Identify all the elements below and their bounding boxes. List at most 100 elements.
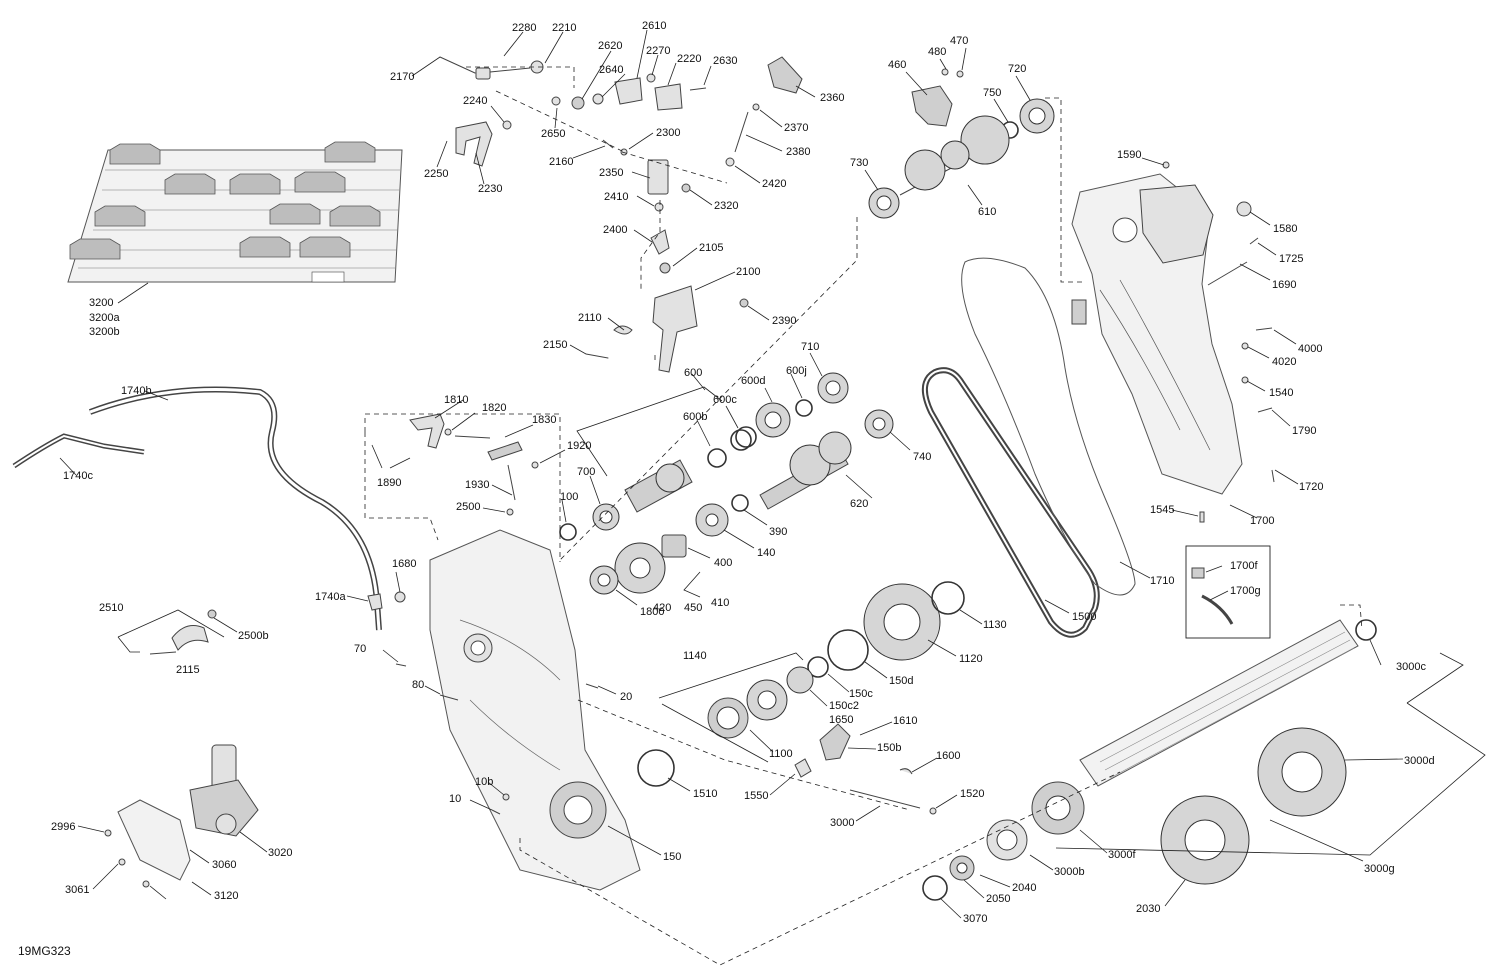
callout-label-1545: 1545 (1150, 504, 1174, 516)
callout-label-80: 80 (412, 679, 424, 691)
callout-label-2160: 2160 (549, 156, 573, 168)
callout-label-2150: 2150 (543, 339, 567, 351)
callout-label-10b: 10b (475, 776, 493, 788)
callout-label-2350: 2350 (599, 167, 623, 179)
callout-label-600b: 600b (683, 411, 707, 423)
callout-label-1650: 1650 (829, 714, 853, 726)
callout-label-2040: 2040 (1012, 882, 1036, 894)
callout-label-2250: 2250 (424, 168, 448, 180)
callout-label-1500: 1500 (1072, 611, 1096, 623)
callout-label-1140: 1140 (683, 650, 707, 662)
gear-train-middle (559, 372, 894, 595)
callout-label-730: 730 (850, 157, 868, 169)
callout-label-1740c: 1740c (63, 470, 93, 482)
callout-label-1720: 1720 (1299, 481, 1323, 493)
drive-shaft-sprockets (922, 619, 1377, 901)
callout-label-4020: 4020 (1272, 356, 1296, 368)
callout-label-390: 390 (769, 526, 787, 538)
callout-label-2240: 2240 (463, 95, 487, 107)
cover-housing-right (1071, 161, 1275, 523)
callout-label-150b: 150b (877, 742, 901, 754)
callout-label-1740a: 1740a (315, 591, 346, 603)
callout-label-70: 70 (354, 643, 366, 655)
callout-label-1700f: 1700f (1230, 560, 1258, 572)
callout-label-1800: 1800 (640, 606, 664, 618)
shift-linkage-group (439, 56, 803, 373)
callout-label-1590: 1590 (1117, 149, 1141, 161)
callout-label-3120: 3120 (214, 890, 238, 902)
gear-cluster-top (868, 68, 1055, 219)
callout-label-610: 610 (978, 206, 996, 218)
callout-label-2105: 2105 (699, 242, 723, 254)
callout-label-2620: 2620 (598, 40, 622, 52)
callout-label-2630: 2630 (713, 55, 737, 67)
callout-label-3000: 3000 (830, 817, 854, 829)
actuator-assembly (104, 744, 259, 888)
callout-label-1810: 1810 (444, 394, 468, 406)
callout-label-2030: 2030 (1136, 903, 1160, 915)
callout-label-1725: 1725 (1279, 253, 1303, 265)
callout-label-2996: 2996 (51, 821, 75, 833)
callout-label-1930: 1930 (465, 479, 489, 491)
group-brackets (117, 386, 1486, 856)
callout-label-150c: 150c (849, 688, 873, 700)
callout-label-2220: 2220 (677, 53, 701, 65)
callout-label-750: 750 (983, 87, 1001, 99)
callout-label-3000b: 3000b (1054, 866, 1085, 878)
callout-label-1700g: 1700g (1230, 585, 1261, 597)
drawing-id: 19MG323 (18, 944, 71, 958)
callout-label-2170: 2170 (390, 71, 414, 83)
callout-label-3020: 3020 (268, 847, 292, 859)
callout-label-1580: 1580 (1273, 223, 1297, 235)
callout-label-1550: 1550 (744, 790, 768, 802)
callout-label-2360: 2360 (820, 92, 844, 104)
callout-label-1510: 1510 (693, 788, 717, 800)
callout-label-2650: 2650 (541, 128, 565, 140)
callout-label-10: 10 (449, 793, 461, 805)
callout-label-2510: 2510 (99, 602, 123, 614)
callout-label-1820: 1820 (482, 402, 506, 414)
callout-label-3000f: 3000f (1108, 849, 1136, 861)
callout-label-1520: 1520 (960, 788, 984, 800)
leader-lines (59, 29, 1404, 919)
callout-label-3200: 3200 (89, 297, 113, 309)
callout-label-2390: 2390 (772, 315, 796, 327)
callout-label-150c2: 150c2 (829, 700, 859, 712)
callout-label-3061: 3061 (65, 884, 89, 896)
callout-label-3070: 3070 (963, 913, 987, 925)
callout-label-1610: 1610 (893, 715, 917, 727)
callout-label-2320: 2320 (714, 200, 738, 212)
callout-label-2110: 2110 (578, 312, 602, 324)
callout-label-100: 100 (560, 491, 578, 503)
callout-label-1680: 1680 (392, 558, 416, 570)
output-gear-group (637, 581, 965, 815)
callout-label-710: 710 (801, 341, 819, 353)
callout-label-3000c: 3000c (1396, 661, 1426, 673)
callout-label-1920: 1920 (567, 440, 591, 452)
drive-belt (922, 257, 1136, 638)
callout-label-150d: 150d (889, 675, 913, 687)
callout-label-2210: 2210 (552, 22, 576, 34)
callout-label-1600: 1600 (936, 750, 960, 762)
callout-label-620: 620 (850, 498, 868, 510)
callout-label-2500b: 2500b (238, 630, 269, 642)
callout-label-2370: 2370 (784, 122, 808, 134)
callout-label-600c: 600c (713, 394, 737, 406)
callout-label-600d: 600d (741, 375, 765, 387)
shift-cable (12, 386, 383, 631)
callout-label-2380: 2380 (786, 146, 810, 158)
callout-label-740: 740 (913, 451, 931, 463)
callout-label-450: 450 (684, 602, 702, 614)
callout-label-470: 470 (950, 35, 968, 47)
callout-label-1790: 1790 (1292, 425, 1316, 437)
callout-label-3000d: 3000d (1404, 755, 1435, 767)
callout-label-2610: 2610 (642, 20, 666, 32)
callout-label-2410: 2410 (604, 191, 628, 203)
callout-label-2115: 2115 (176, 664, 200, 676)
callout-label-3200a: 3200a (89, 312, 120, 324)
callout-label-1130: 1130 (983, 619, 1007, 631)
callout-label-600j: 600j (786, 365, 807, 377)
main-gear-housing (394, 529, 641, 891)
